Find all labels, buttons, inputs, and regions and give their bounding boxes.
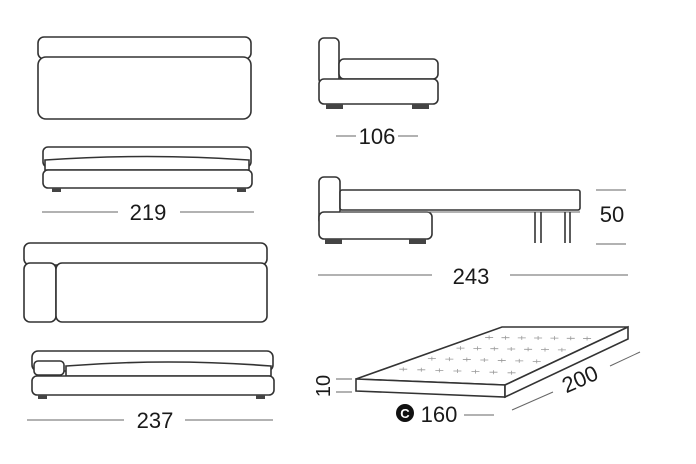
dim-237: 237 — [27, 408, 273, 433]
sofa-front-foot-left — [52, 188, 61, 192]
dim-106-label: 106 — [359, 124, 396, 149]
quilt-stitch — [471, 369, 480, 374]
side-foot-right — [412, 104, 429, 109]
quilt-stitch — [501, 335, 510, 340]
dim-200-line-left — [511, 391, 554, 411]
quilt-stitch — [583, 336, 592, 341]
quilt-stitch — [480, 358, 489, 362]
side-seat-cushion — [338, 58, 439, 80]
quilt-stitch — [473, 346, 482, 351]
sofa2-front-foot-left — [38, 395, 47, 399]
dim-219-label: 219 — [130, 200, 167, 225]
quilt-stitch — [417, 367, 426, 372]
sofa-top-seat — [37, 56, 252, 120]
sofa-front-base — [42, 169, 253, 189]
sofa-top-backrest — [37, 36, 252, 60]
side-base — [318, 78, 439, 105]
mattress-quilt-pattern — [399, 335, 592, 375]
sofa-front-view — [42, 146, 253, 192]
bed-side-view — [318, 176, 581, 244]
bed-mattress — [339, 189, 581, 211]
dim-219: 219 — [42, 200, 254, 225]
quilt-stitch — [507, 347, 516, 351]
quilt-stitch — [524, 347, 533, 352]
sofa2-front-view — [31, 350, 275, 399]
quilt-stitch — [497, 358, 506, 363]
quilt-stitch — [517, 335, 526, 340]
sofa2-front-base — [31, 375, 275, 396]
quilt-stitch — [550, 336, 559, 341]
quilt-stitch — [557, 347, 566, 352]
dim-160: C 160 — [396, 402, 494, 427]
dim-243: 243 — [318, 264, 628, 289]
quilt-stitch — [399, 367, 408, 372]
sofa2-top-view — [23, 242, 268, 323]
dim-10: 10 — [313, 375, 352, 397]
dim-50: 50 — [596, 189, 626, 245]
sofa2-front-arm — [33, 360, 65, 376]
quilt-stitch — [435, 368, 444, 373]
quilt-stitch — [489, 370, 498, 375]
quilt-stitch — [490, 346, 499, 351]
side-foot-left — [326, 104, 343, 109]
mattress-iso — [355, 325, 629, 399]
sofa-top-view — [37, 36, 252, 120]
dim-10-label: 10 — [313, 375, 335, 397]
quilt-stitch — [462, 357, 471, 362]
quilt-stitch — [485, 335, 494, 340]
dim-243-label: 243 — [453, 264, 490, 289]
sofa-front-foot-right — [237, 188, 246, 192]
quilt-stitch — [456, 346, 465, 351]
quilt-stitch — [534, 336, 543, 340]
bed-base — [318, 211, 433, 240]
sofa2-top-armrest — [23, 262, 57, 323]
dim-200-line-right — [609, 351, 641, 367]
sofa2-top-seat — [55, 262, 268, 323]
dim-160-label: 160 — [421, 402, 458, 427]
quilt-stitch — [532, 359, 541, 364]
sofa-side-view — [318, 37, 439, 109]
dim-50-label: 50 — [600, 202, 624, 227]
side-backrest — [318, 37, 340, 85]
quilt-stitch — [541, 347, 549, 352]
bed-foot-right — [409, 239, 426, 244]
dim-106: 106 — [336, 124, 418, 149]
quilt-stitch — [427, 356, 436, 361]
quilt-stitch — [507, 370, 516, 375]
badge-c-letter: C — [400, 406, 410, 421]
quilt-stitch — [566, 336, 575, 341]
dim-237-label: 237 — [137, 408, 174, 433]
quilt-stitch — [515, 358, 524, 363]
sofa-front-cushion — [44, 155, 250, 171]
quilt-stitch — [445, 357, 454, 362]
mattress-side-face — [504, 325, 629, 399]
bed-foot-left — [325, 239, 342, 244]
sofa2-front-foot-right — [256, 395, 265, 399]
quilt-stitch — [453, 369, 462, 373]
badge-c-icon — [396, 404, 414, 422]
sofa2-top-backrest — [23, 242, 268, 266]
sofa2-front-cushion — [65, 361, 272, 377]
